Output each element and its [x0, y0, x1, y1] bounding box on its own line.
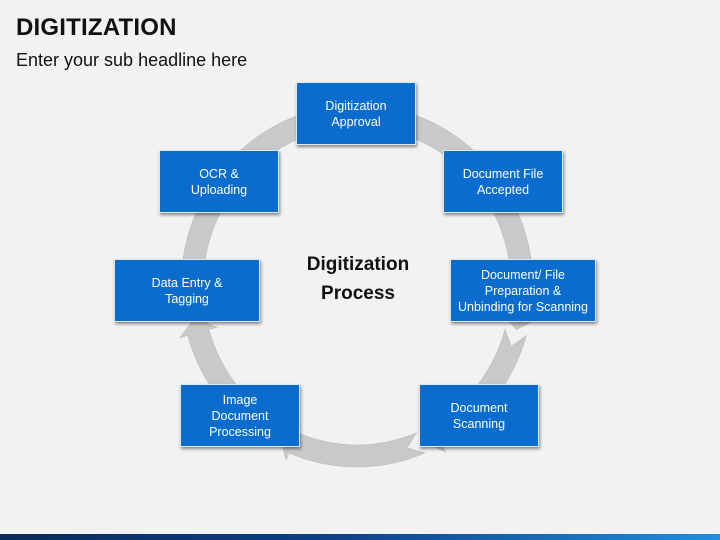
step-digitization-approval: Digitization Approval: [296, 82, 416, 145]
footer-bar: [0, 534, 720, 540]
slide-title: DIGITIZATION: [16, 14, 177, 41]
step-ocr-uploading: OCR & Uploading: [159, 150, 279, 213]
step-document-scanning: Document Scanning: [419, 384, 539, 447]
step-image-document-processing: Image Document Processing: [180, 384, 300, 447]
step-document-file-accepted: Document File Accepted: [443, 150, 563, 213]
step-document-preparation: Document/ File Preparation & Unbinding f…: [450, 259, 596, 322]
center-label: Digitization Process: [306, 254, 410, 304]
slide-subtitle: Enter your sub headline here: [16, 50, 248, 70]
cycle-arrow-segment: [279, 424, 426, 468]
step-data-entry-tagging: Data Entry & Tagging: [114, 259, 260, 322]
